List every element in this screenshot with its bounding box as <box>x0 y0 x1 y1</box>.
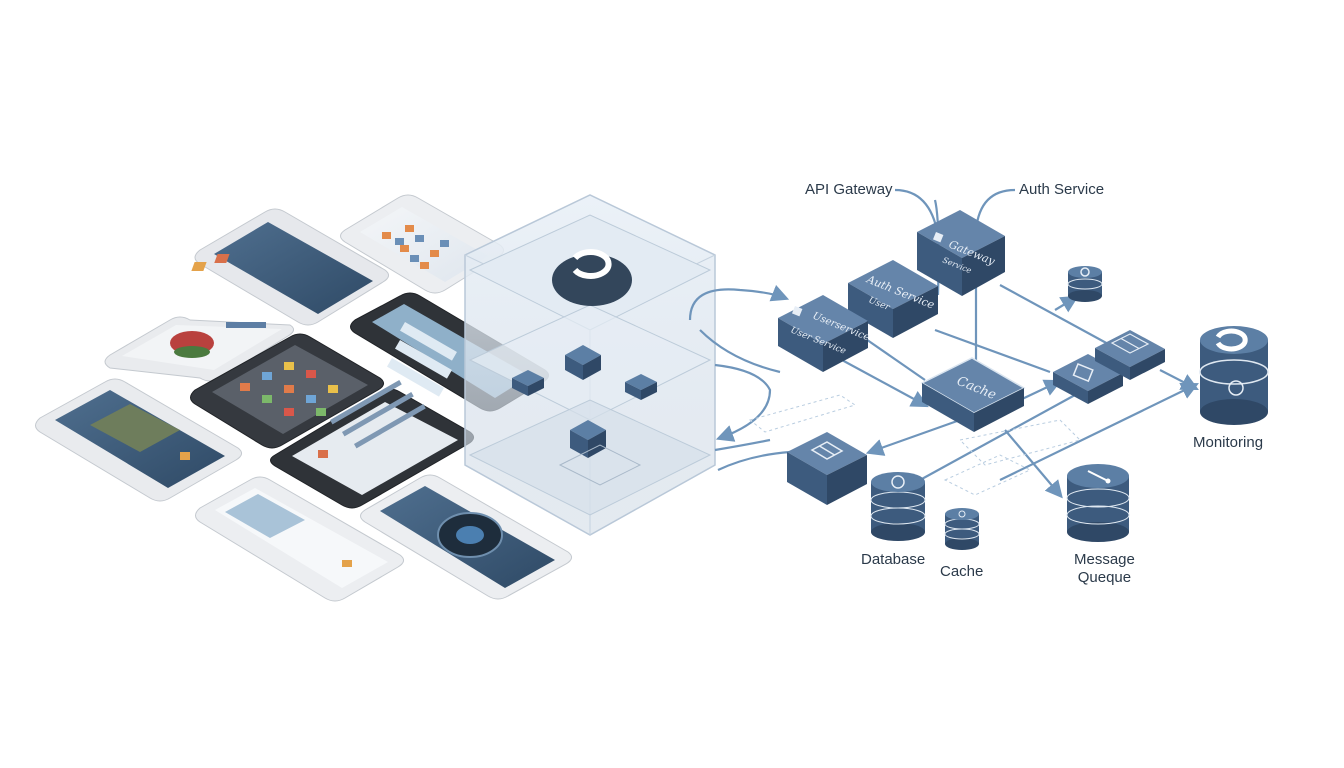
label-database: Database <box>861 551 926 568</box>
phone-8 <box>195 476 404 602</box>
label-message-queue-line2: Queque <box>1077 569 1132 586</box>
label-auth-service: Auth Service <box>1019 181 1105 198</box>
router-node[interactable] <box>787 432 867 505</box>
phone-9 <box>360 474 572 600</box>
phone-5 <box>190 333 384 449</box>
dashed-paths <box>748 394 1081 496</box>
service-icon <box>792 305 803 317</box>
logo-icon <box>572 249 612 279</box>
cache-small-cylinder[interactable] <box>1067 266 1103 302</box>
phone-6 <box>35 378 242 502</box>
auth-service-node[interactable]: Auth Service User <box>848 260 938 338</box>
phone-1 <box>191 208 389 326</box>
database-icon <box>891 475 905 489</box>
gateway-node[interactable]: Gateway Service <box>917 210 1005 296</box>
cache-node[interactable]: Cache <box>920 357 1026 432</box>
label-api-gateway: API Gateway <box>805 181 893 198</box>
phones-group <box>35 194 572 602</box>
database-cylinder[interactable] <box>870 472 926 541</box>
monitoring-icon <box>1215 328 1248 352</box>
label-message-queue: Message Queque <box>1074 551 1135 587</box>
service-node-a[interactable] <box>1053 354 1123 404</box>
label-cache: Cache <box>940 563 984 580</box>
monitoring-cylinder[interactable] <box>1199 326 1269 425</box>
label-monitoring: Monitoring <box>1193 434 1264 451</box>
phone-2 <box>340 194 504 294</box>
label-message-queue-line1: Message <box>1074 551 1135 568</box>
cache-icon <box>958 510 966 518</box>
glass-cube <box>464 194 716 536</box>
cache-cylinder[interactable] <box>944 508 980 550</box>
gateway-icon <box>933 231 944 243</box>
message-queue-icon <box>1087 470 1109 482</box>
service-node-b[interactable] <box>1095 330 1165 380</box>
phone-3 <box>104 316 294 382</box>
message-queue-cylinder[interactable] <box>1066 464 1130 542</box>
